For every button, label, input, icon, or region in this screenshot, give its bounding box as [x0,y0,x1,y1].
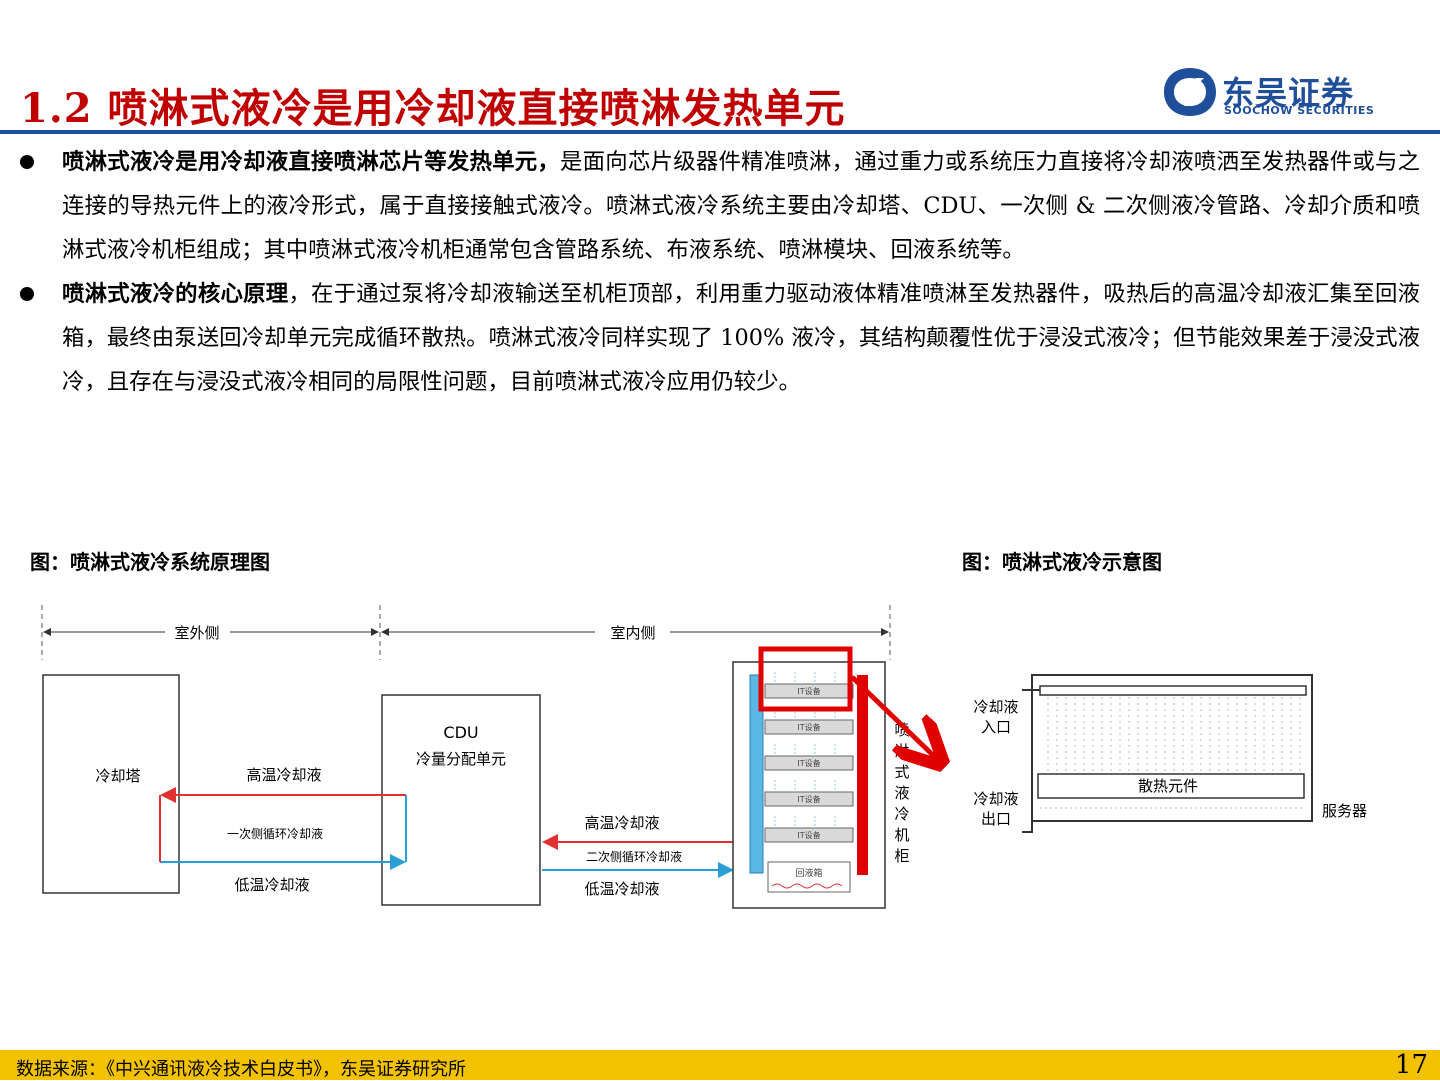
bullet-1-text: 是面向芯片级器件精准喷淋，通过重力或系统压力直接将冷却液喷洒至发热器件或与之连接… [62,149,1421,263]
it-equipment-stack: IT设备 IT设备 IT设备 IT设备 IT设备 [764,683,854,843]
it-label-2: IT设备 [797,722,820,732]
highlight-box [758,646,853,712]
page-title: 1.2 喷淋式液冷是用冷却液直接喷淋发热单元 [20,85,846,132]
bullet-item-1: 喷淋式液冷是用冷却液直接喷淋芯片等发热单元，是面向芯片级器件精准喷淋，通过重力或… [20,140,1420,272]
bullet-item-2: 喷淋式液冷的核心原理，在于通过泵将冷却液输送至机柜顶部，利用重力驱动液体精准喷淋… [20,272,1420,404]
cooling-tower-box [42,674,180,894]
bullet-dot-icon [20,287,34,301]
figure-left-caption: 图：喷淋式液冷系统原理图 [30,550,270,574]
it-equipment-1 [764,683,854,699]
zone-dividers [41,605,891,660]
it-equipment-5 [764,827,854,843]
bullet-2-lead: 喷淋式液冷的核心原理 [62,281,289,307]
cabinet-hot-pipe [857,675,868,875]
figure-right-caption: 图：喷淋式液冷示意图 [962,550,1162,574]
return-tank-label: 回液箱 [795,867,822,879]
secondary-loop-label: 二次侧循环冷却液 [586,849,682,864]
outlet-pipe [1022,820,1033,833]
return-tank-box [767,861,851,893]
outlet-label-2: 出口 [981,810,1011,828]
outdoor-label: 室外侧 [174,624,219,642]
it-label-4: IT设备 [797,794,820,804]
outlet-label-1: 冷却液 [973,790,1018,808]
it-equipment-2 [764,719,854,735]
secondary-hot-label: 高温冷却液 [584,814,659,832]
it-equipment-4 [764,791,854,807]
indoor-label: 室内侧 [610,624,655,642]
it-label-5: IT设备 [797,830,820,840]
heat-element-label: 散热元件 [1138,777,1198,795]
server-box [1031,674,1313,822]
footer-bar [0,1050,1440,1080]
page-number: 17 [1394,1050,1428,1080]
cooling-tower-label: 冷却塔 [95,767,140,785]
spray-pattern [1047,697,1301,772]
primary-hot-label: 高温冷却液 [246,766,321,784]
highlight-arrow [850,675,938,760]
soochow-logo-icon [1164,68,1216,116]
cdu-title: CDU [443,723,478,742]
bullet-2-text: ，在于通过泵将冷却液输送至机柜顶部，利用重力驱动液体精准喷淋至发热器件，吸热后的… [62,281,1420,395]
logo-name-cn: 东吴证券 [1222,74,1355,112]
bullet-list: 喷淋式液冷是用冷却液直接喷淋芯片等发热单元，是面向芯片级器件精准喷淋，通过重力或… [20,140,1420,404]
inlet-label-1: 冷却液 [973,698,1018,716]
spray-drops [774,672,836,827]
footer-source: 数据来源：《中兴通讯液冷技术白皮书》，东吴证券研究所 [16,1059,466,1080]
cdu-subtitle: 冷量分配单元 [416,750,506,768]
bullet-1-lead: 喷淋式液冷是用冷却液直接喷淋芯片等发热单元， [62,149,561,175]
spray-header-pipe [1039,685,1307,696]
return-tank-liquid [771,883,843,889]
cabinet-cold-pipe [749,674,764,874]
heat-element-box [1037,773,1305,799]
company-logo: 东吴证券 SOOCHOW SECURITIES [1162,66,1382,118]
spray-cooling-diagrams: 室外侧 室内侧 冷却塔 CDU 冷量分配单元 高温冷却液 一次侧循环冷却液 低温… [41,605,1367,909]
inlet-label-2: 入口 [981,718,1011,736]
it-label-1: IT设备 [797,686,820,696]
it-label-3: IT设备 [797,758,820,768]
title-divider [0,130,1440,134]
cdu-box [381,694,541,906]
secondary-cold-label: 低温冷却液 [584,880,659,898]
primary-loop-label: 一次侧循环冷却液 [227,826,323,841]
server-label: 服务器 [1322,802,1367,820]
logo-name-en: SOOCHOW SECURITIES [1224,104,1375,117]
bullet-dot-icon [20,155,34,169]
primary-cold-label: 低温冷却液 [234,876,309,894]
cabinet-vertical-label: 喷淋式液冷机柜 [894,721,909,865]
it-equipment-3 [764,755,854,771]
